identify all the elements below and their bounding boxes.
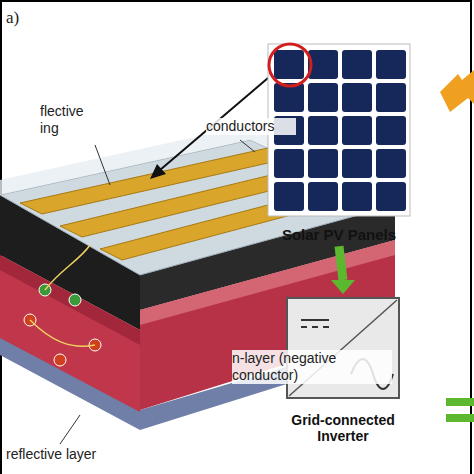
inverter-box <box>285 296 401 400</box>
figure-letter: a) <box>6 8 36 28</box>
panel-node: Solar PV Panels <box>264 40 414 243</box>
part-label: n-layer (negative conductor) <box>232 350 392 384</box>
panel-caption: Solar PV Panels <box>264 226 414 243</box>
part-label: reflective layer <box>6 446 146 463</box>
flow-arrow <box>331 246 355 294</box>
part-label: conductors <box>206 118 296 135</box>
inverter-caption: Grid-connected Inverter <box>268 412 418 444</box>
part-label: flective ing <box>40 103 104 137</box>
